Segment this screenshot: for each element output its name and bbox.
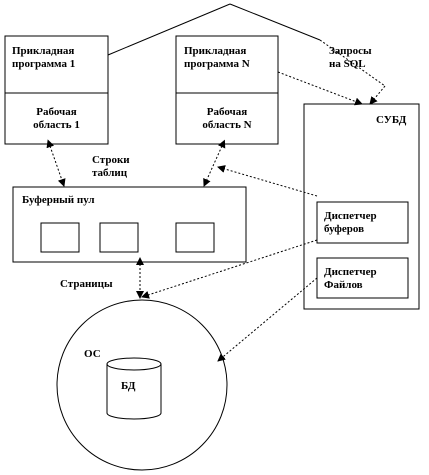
buffer-page-3 xyxy=(175,222,215,253)
sql-queries-label: Запросы на SQL xyxy=(329,45,372,70)
appN-box xyxy=(175,35,279,145)
buffer-manager-to-pool-arrow xyxy=(217,165,318,197)
buffer-manager-box xyxy=(316,201,409,244)
app1-area: Рабочая область 1 xyxy=(33,106,80,131)
buffer-page-1 xyxy=(40,222,80,253)
sql-to-dbms-arrow-2 xyxy=(277,71,363,106)
db-cylinder-body xyxy=(106,364,162,420)
sql-to-dbms-arrow-1 xyxy=(319,39,386,87)
buffer-pool-title: Буферный пул xyxy=(22,194,95,206)
db-label: БД xyxy=(121,380,136,392)
table-rows-label: Строки таблиц xyxy=(92,154,130,179)
appN-area: Рабочая область N xyxy=(202,106,252,131)
buffer-manager-to-pages-arrow xyxy=(141,239,318,299)
os-label: ОС xyxy=(84,348,101,360)
db-cylinder-top xyxy=(106,357,162,371)
appN-buffer-arrow xyxy=(203,139,226,187)
sql-to-dbms-arrow-3 xyxy=(369,85,386,105)
app1-box xyxy=(4,35,109,145)
app1-name: Прикладная программа 1 xyxy=(12,45,76,70)
top-connector-line xyxy=(229,3,321,41)
file-manager-label: Диспетчер Файлов xyxy=(324,266,377,291)
app1-to-sql-line xyxy=(107,3,231,56)
app1-buffer-arrow xyxy=(46,139,66,187)
appN-name: Прикладная программа N xyxy=(184,45,250,70)
pages-label: Страницы xyxy=(60,278,113,290)
buffer-page-2 xyxy=(99,222,139,253)
file-manager-to-os-arrow xyxy=(217,277,318,362)
buffer-manager-label: Диспетчер буферов xyxy=(324,210,377,235)
dbms-title: СУБД xyxy=(376,114,407,126)
file-manager-box xyxy=(316,257,409,299)
